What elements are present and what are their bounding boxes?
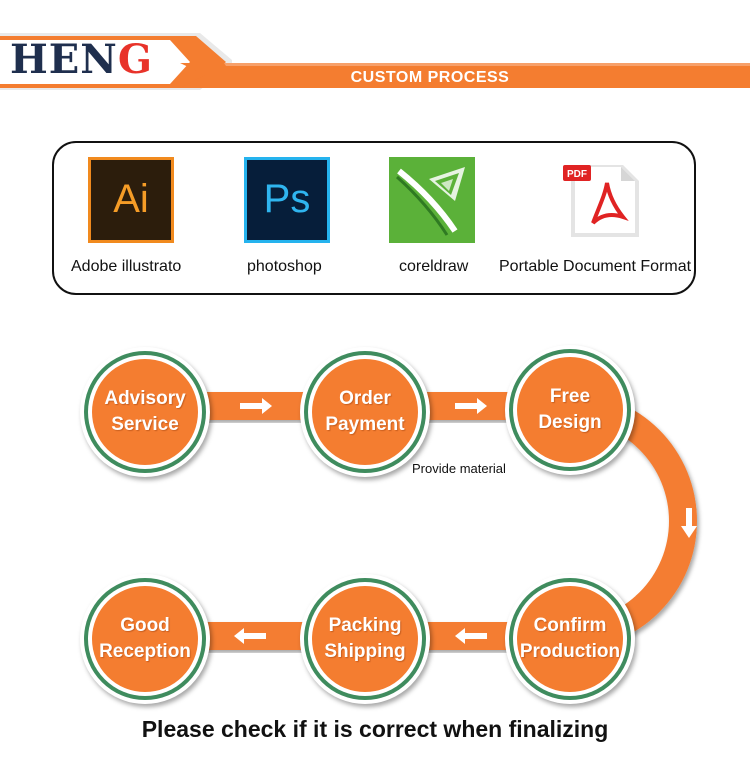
software-item-illustrator: Ai Adobe illustrato: [54, 143, 204, 297]
software-item-coreldraw: coreldraw: [359, 143, 509, 297]
step-label: Good Reception: [99, 615, 191, 662]
pdf-icon: PDF: [561, 157, 647, 243]
step-label: Order Payment: [325, 388, 405, 435]
step-label: Advisory Service: [104, 388, 186, 435]
software-label: Portable Document Format: [499, 258, 692, 275]
step-label: Confirm Production: [519, 615, 621, 662]
brand-logo: HENG: [10, 40, 153, 80]
pdf-glyph: PDF: [567, 169, 587, 180]
step-free-design: Free Design: [505, 345, 635, 475]
software-item-photoshop: Ps photoshop: [209, 143, 359, 297]
provide-material-note: Provide material: [412, 461, 506, 476]
brand-text: HENG: [10, 36, 154, 83]
arrow-right-icon: [240, 398, 487, 414]
photoshop-glyph: Ps: [263, 177, 311, 221]
step-advisory-service: Advisory Service: [80, 347, 210, 477]
arrow-down-icon: [681, 508, 697, 538]
software-label: coreldraw: [399, 258, 469, 275]
photoshop-icon: Ps: [244, 157, 330, 243]
software-item-pdf: PDF Portable Document Format: [499, 143, 694, 297]
step-confirm-production: Confirm Production: [505, 574, 635, 704]
software-label: photoshop: [247, 258, 322, 275]
header-banner: HENG CUSTOM PROCESS: [0, 0, 750, 100]
footer-notice: Please check if it is correct when final…: [141, 716, 609, 742]
arrow-left-icon: [234, 628, 487, 644]
illustrator-glyph: Ai: [113, 177, 149, 221]
adobe-illustrator-icon: Ai: [88, 157, 174, 243]
step-order-payment: Order Payment: [300, 347, 430, 477]
coreldraw-icon: [389, 157, 475, 243]
software-panel: Ai Adobe illustrato Ps photoshop coreldr…: [52, 141, 696, 295]
step-label: Free Design: [538, 386, 602, 433]
software-label: Adobe illustrato: [71, 258, 182, 275]
page-title: CUSTOM PROCESS: [350, 69, 510, 86]
step-label: Packing Shipping: [324, 615, 406, 662]
step-packing-shipping: Packing Shipping: [300, 574, 430, 704]
step-good-reception: Good Reception: [80, 574, 210, 704]
header-graphic: [0, 33, 750, 90]
